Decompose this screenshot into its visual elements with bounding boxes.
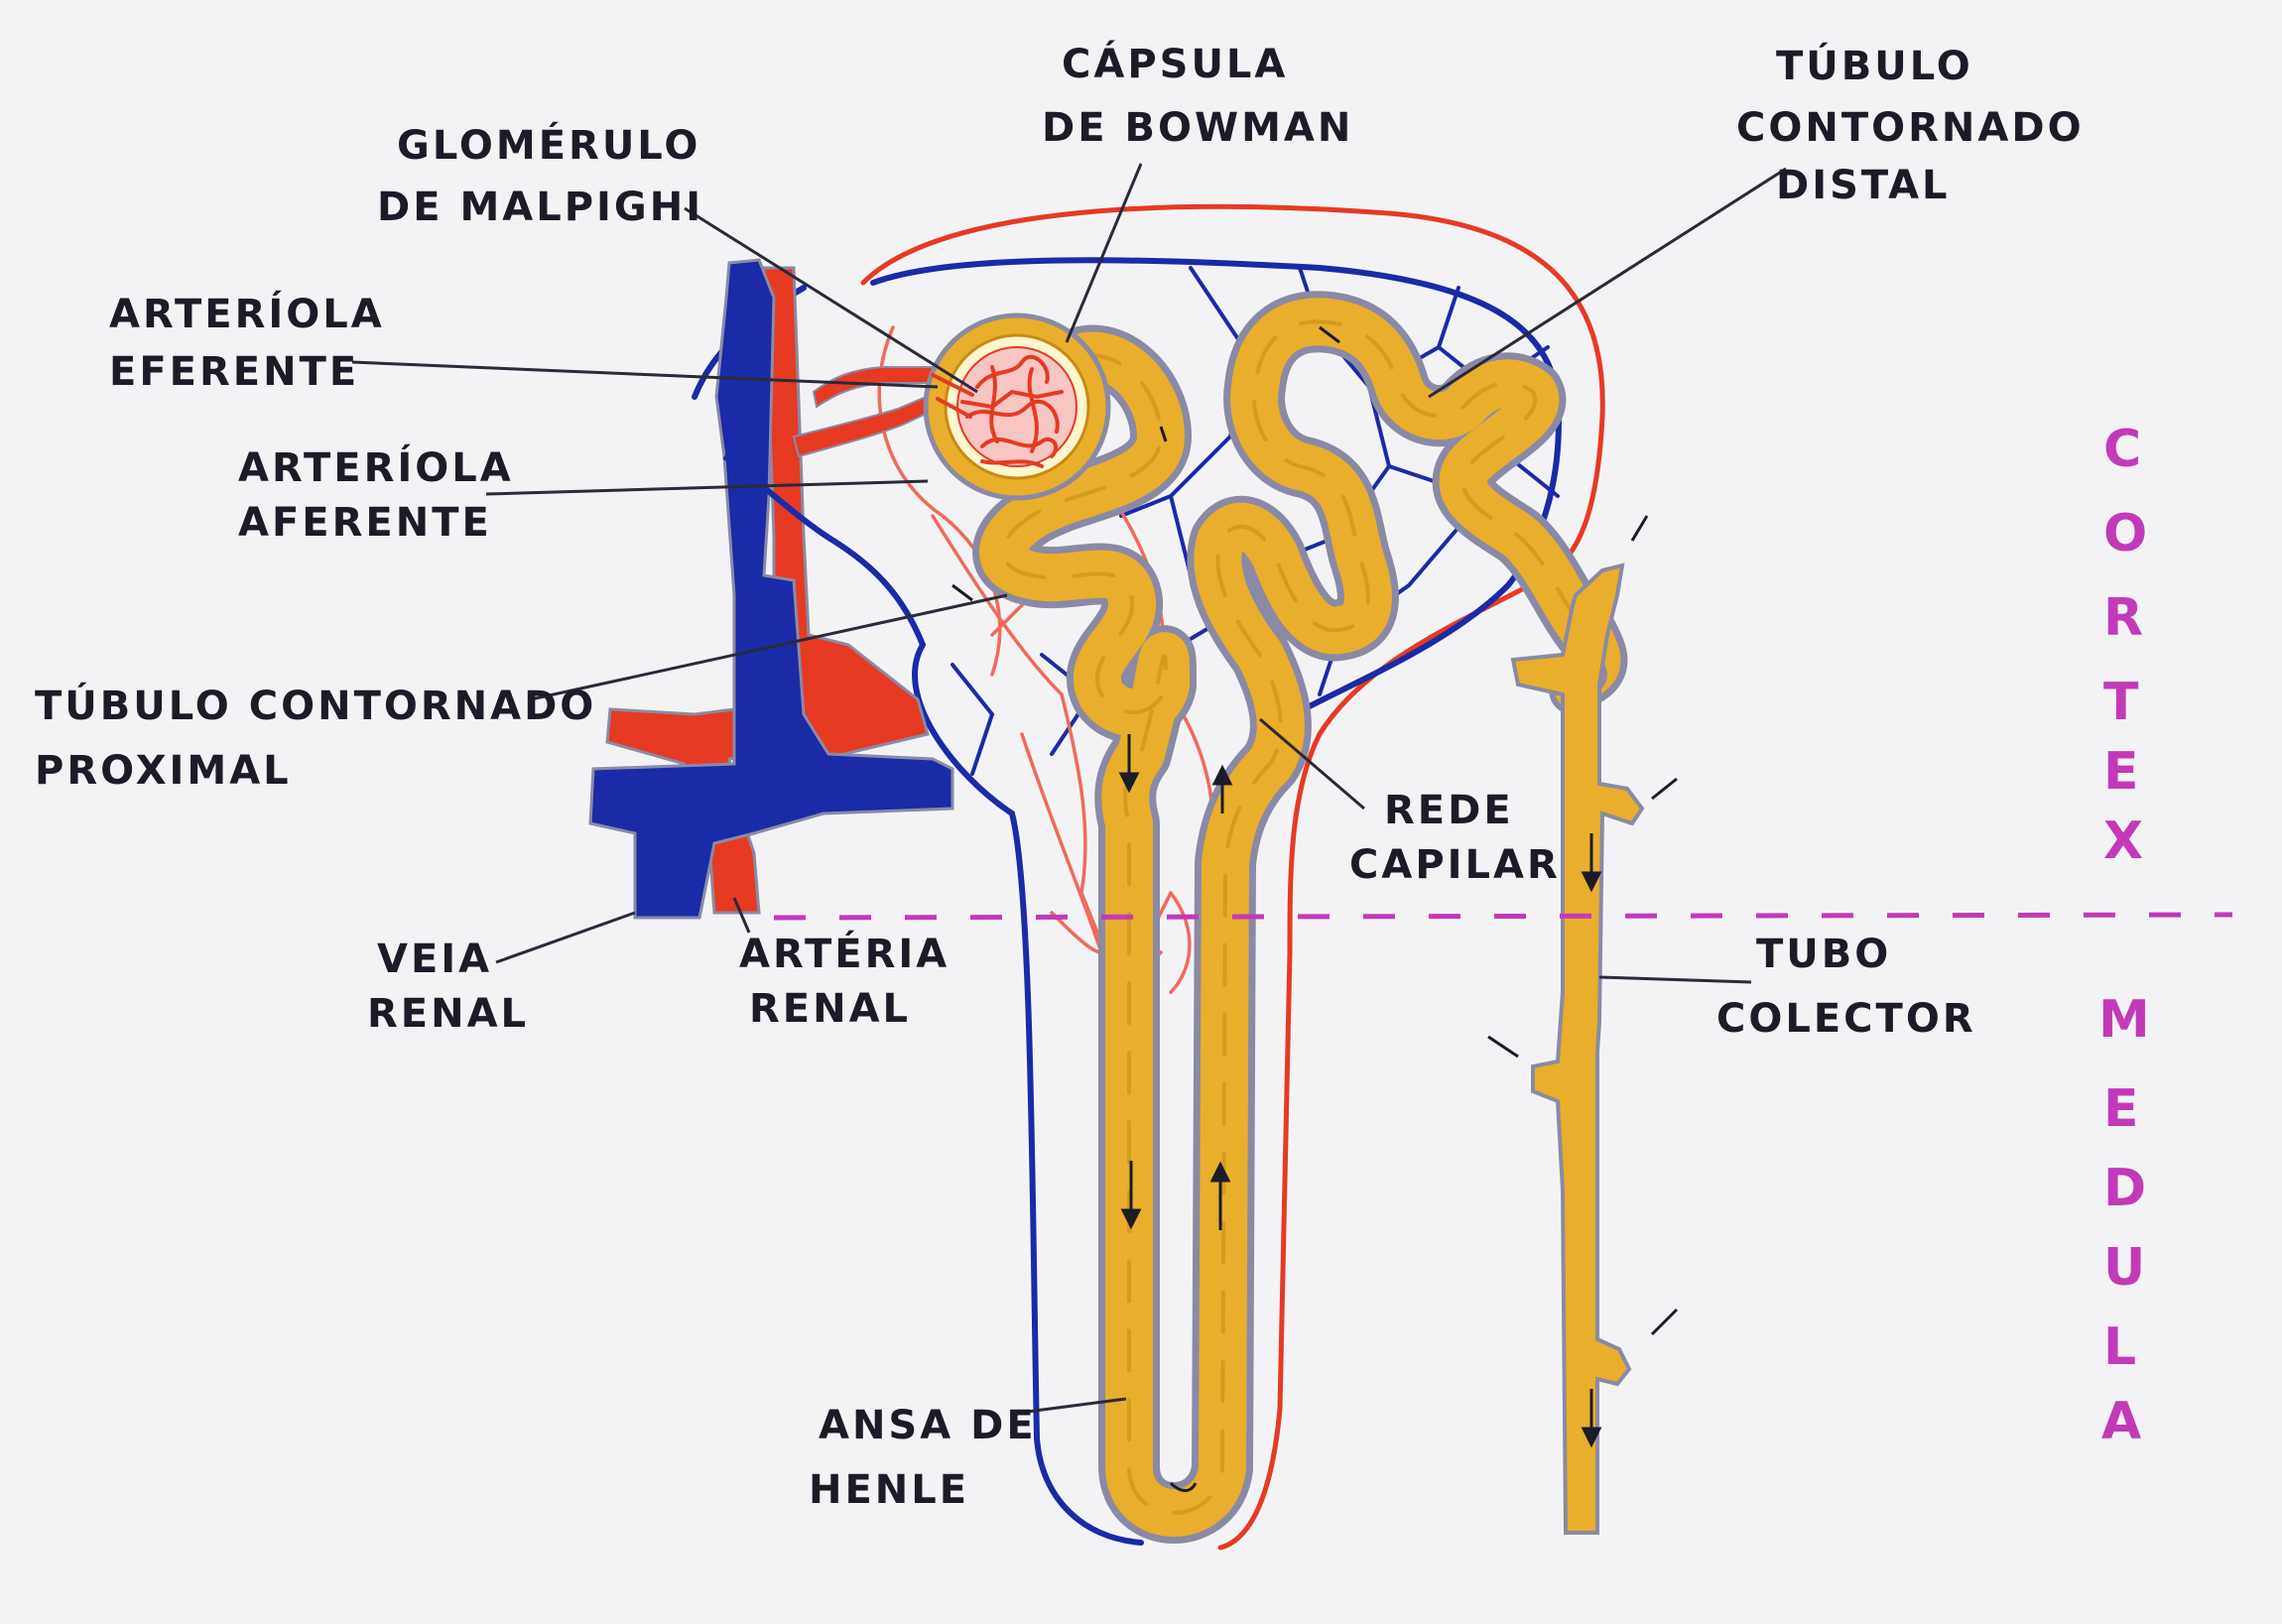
- label-veia-2: RENAL: [367, 991, 529, 1037]
- medula-letter: D: [2103, 1159, 2149, 1218]
- glomerulus-capillary-tuft: [931, 354, 1064, 468]
- label-eferente-2: EFERENTE: [109, 349, 359, 395]
- medula-letter: U: [2103, 1238, 2148, 1298]
- label-capsula-1: CÁPSULA: [1062, 40, 1288, 87]
- zone-medula: M E D U L A: [2098, 990, 2153, 1451]
- label-tubo-2: COLECTOR: [1716, 996, 1976, 1042]
- label-rede-1: REDE: [1384, 788, 1514, 833]
- medula-letter: A: [2101, 1392, 2144, 1451]
- label-distal-2: CONTORNADO: [1736, 105, 2085, 151]
- medula-letter: E: [2103, 1079, 2142, 1139]
- renal-artery: [605, 266, 943, 915]
- leader-lines: [351, 163, 1787, 1416]
- label-glomerulo-2: DE MALPIGHI: [377, 185, 703, 230]
- label-rede-2: CAPILAR: [1349, 842, 1561, 888]
- cortex-letter: C: [2103, 420, 2144, 479]
- label-aferente-1: ARTERÍOLA: [238, 443, 514, 491]
- zone-cortex: C O R T E X: [2103, 420, 2150, 871]
- cortex-medulla-boundary: [773, 912, 2233, 921]
- label-distal-1: TÚBULO: [1776, 42, 1973, 89]
- medula-letter: M: [2098, 990, 2153, 1050]
- label-arteria-2: RENAL: [749, 986, 911, 1032]
- flow-arrows: [951, 325, 1679, 1492]
- label-glomerulo-1: GLOMÉRULO: [397, 121, 700, 169]
- label-henle-2: HENLE: [809, 1467, 969, 1513]
- label-aferente-2: AFERENTE: [238, 500, 492, 546]
- label-eferente-1: ARTERÍOLA: [109, 290, 385, 337]
- cortex-letter: E: [2103, 742, 2142, 802]
- label-distal-3: DISTAL: [1776, 163, 1951, 208]
- label-proximal-1: TÚBULO CONTORNADO: [35, 682, 596, 729]
- collecting-duct: [1510, 562, 1645, 1535]
- label-proximal-2: PROXIMAL: [35, 748, 292, 794]
- label-henle-1: ANSA DE: [819, 1403, 1037, 1448]
- cortex-letter: X: [2103, 812, 2146, 871]
- label-tubo-1: TUBO: [1756, 932, 1891, 977]
- cortex-letter: R: [2103, 588, 2146, 648]
- label-veia-1: VEIA: [377, 937, 492, 982]
- labels: CÁPSULA DE BOWMAN GLOMÉRULO DE MALPIGHI …: [35, 40, 2085, 1513]
- medula-letter: L: [2103, 1317, 2139, 1377]
- label-capsula-2: DE BOWMAN: [1042, 105, 1353, 151]
- renal-vein: [588, 258, 954, 920]
- cortex-letter: O: [2103, 504, 2150, 563]
- cortex-letter: T: [2103, 673, 2141, 732]
- label-arteria-1: ARTÉRIA: [739, 930, 950, 977]
